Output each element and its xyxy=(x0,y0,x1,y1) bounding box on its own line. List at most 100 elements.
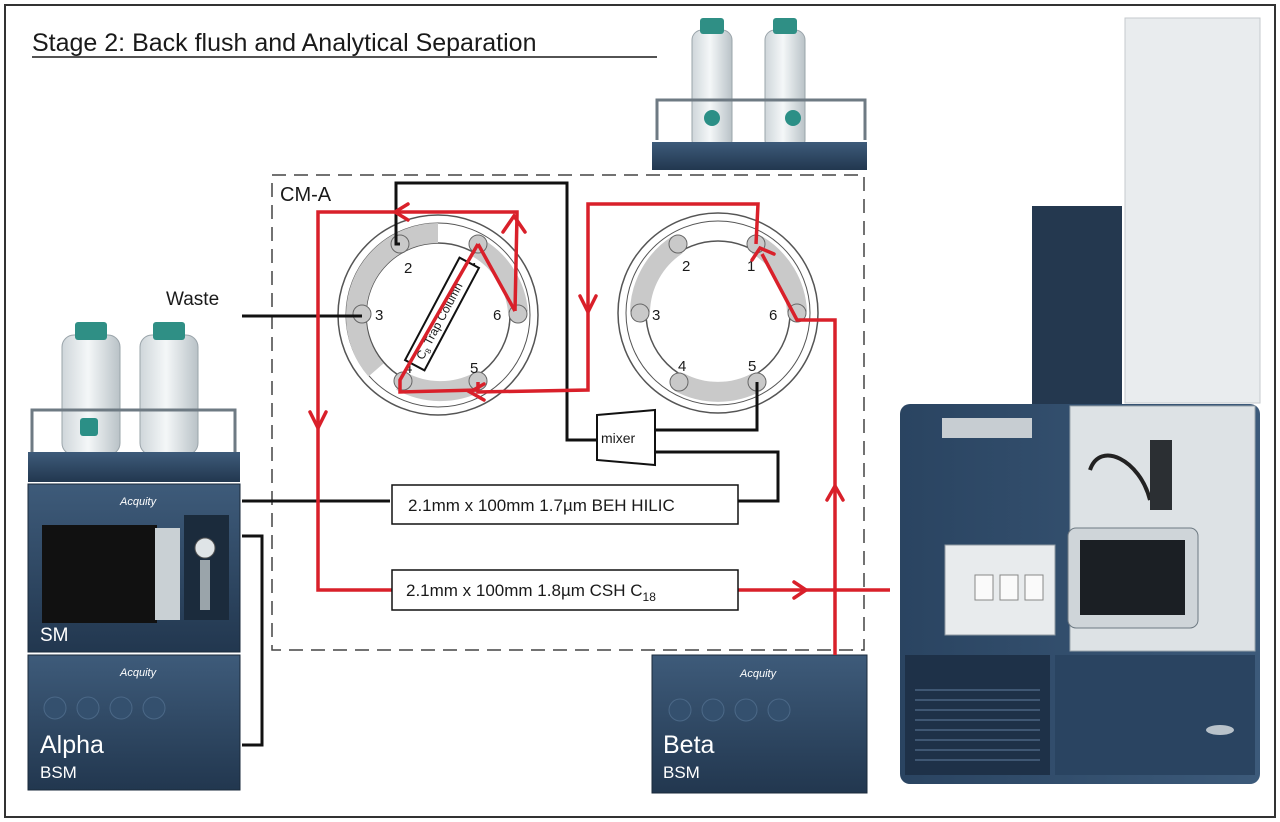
right-port-2-label: 2 xyxy=(682,258,690,275)
hilic-column-label: 2.1mm x 100mm 1.7µm BEH HILIC xyxy=(408,496,675,515)
ms-lower-left xyxy=(905,655,1050,775)
left-port-3-label: 3 xyxy=(375,307,383,324)
sm-label: SM xyxy=(40,625,69,646)
right-port-6-label: 6 xyxy=(769,307,777,324)
ms-tower-panel xyxy=(1124,17,1261,404)
bottle-top-2 xyxy=(764,29,806,151)
ms-vent xyxy=(915,689,1040,761)
compartment-label: CM-A xyxy=(280,184,332,206)
left-port-6-label: 6 xyxy=(493,307,501,324)
right-valve-to-mixer-line xyxy=(655,382,759,432)
black-flow-lines xyxy=(242,181,780,747)
bottle-left-2 xyxy=(139,334,199,456)
tray-rail-top xyxy=(655,98,867,140)
beta-knob-1 xyxy=(668,698,692,722)
ms-lower-right xyxy=(1055,655,1255,775)
arrowhead-down-right xyxy=(578,294,598,316)
outer-frame xyxy=(4,4,1276,818)
mass-spectrometer xyxy=(900,17,1261,784)
right-port-4-label: 4 xyxy=(678,358,686,375)
beta-knob-3 xyxy=(734,698,758,722)
beta-stack: Acquity Beta BSM xyxy=(651,654,868,794)
alpha-knob-2 xyxy=(76,696,100,720)
right-valve-groove-b xyxy=(674,373,762,402)
arrowhead-to-ms xyxy=(792,580,810,600)
mixer-shape xyxy=(596,408,656,467)
right-valve: 1 2 3 4 5 6 xyxy=(617,212,819,414)
alpha-knob-1 xyxy=(43,696,67,720)
alpha-knob-3 xyxy=(109,696,133,720)
bottle-label-left-1 xyxy=(80,418,98,436)
beta-brand: Acquity xyxy=(739,668,778,680)
alpha-name: Alpha xyxy=(40,731,104,759)
right-port-1-label: 1 xyxy=(747,258,755,275)
sm-screen xyxy=(42,525,157,623)
alpha-brand: Acquity xyxy=(119,667,158,679)
right-port-3 xyxy=(630,303,650,323)
red-port6-up xyxy=(513,214,519,312)
beta-sub: BSM xyxy=(663,763,700,782)
beta-knob-2 xyxy=(701,698,725,722)
sm-door xyxy=(155,528,180,620)
alpha-bsm-module xyxy=(27,654,241,791)
arrowhead-into-port5 xyxy=(466,382,486,402)
right-valve-ring xyxy=(625,220,811,406)
ms-cable xyxy=(1088,453,1152,501)
right-port-4 xyxy=(669,372,689,392)
left-valve-groove-a xyxy=(346,223,439,377)
sm-to-alpha-line xyxy=(242,534,264,747)
arrowhead-down-left xyxy=(308,410,328,432)
left-port-3 xyxy=(352,304,372,324)
bottle-top-1 xyxy=(691,29,733,151)
alpha-sub: BSM xyxy=(40,763,77,782)
mixer-label: mixer xyxy=(601,430,636,446)
sm-brand: Acquity xyxy=(119,496,158,508)
compartment-label-bg xyxy=(275,178,337,206)
bottle-cap-top-1 xyxy=(700,18,724,34)
right-port-5-label: 5 xyxy=(748,358,756,375)
ms-probe xyxy=(1150,440,1172,510)
tray-base-left xyxy=(28,452,240,482)
csh-column-label: 2.1mm x 100mm 1.8µm CSH C18 xyxy=(406,581,656,604)
bottle-cap-left-2 xyxy=(153,322,185,340)
beta-bsm-module xyxy=(651,654,868,794)
alpha-knob-4 xyxy=(142,696,166,720)
arrowhead-left-top xyxy=(391,202,410,222)
csh-column xyxy=(391,569,739,611)
beta-name: Beta xyxy=(663,731,715,759)
red-port5-to-port4-to-port1 xyxy=(398,243,480,394)
solvent-tray-top xyxy=(652,18,867,170)
waste-label: Waste xyxy=(166,289,219,310)
right-port-3-label: 3 xyxy=(652,307,660,324)
ms-source-window xyxy=(1080,540,1185,615)
tray-rail-left xyxy=(30,408,237,455)
sm-syringe-valve xyxy=(194,537,216,559)
sm-syringe xyxy=(200,560,210,610)
left-port-5-label: 5 xyxy=(470,360,478,377)
red-arrowheads xyxy=(308,202,845,600)
left-valve-to-mixer-line xyxy=(394,181,597,442)
arrowhead-up-beta xyxy=(825,482,845,502)
left-port-2-label: 2 xyxy=(404,260,412,277)
red-port1-to-port6 xyxy=(476,243,517,312)
ms-logo xyxy=(1206,725,1234,735)
bottle-label-top-2 xyxy=(785,110,801,126)
red-left-loop-down xyxy=(316,210,519,592)
bottle-label-top-1 xyxy=(704,110,720,126)
ms-badge xyxy=(942,418,1032,438)
diagram-title: Stage 2: Back flush and Analytical Separ… xyxy=(32,29,537,57)
mixer-to-hilic-line xyxy=(655,450,780,503)
bottle-cap-left-1 xyxy=(75,322,107,340)
ms-vial-3 xyxy=(1024,574,1044,601)
bottle-cap-top-2 xyxy=(773,18,797,34)
column-compartment-box xyxy=(271,174,865,651)
beta-knob-4 xyxy=(767,698,791,722)
ms-vial-2 xyxy=(999,574,1019,601)
arrowhead-up-left-valve xyxy=(501,212,527,234)
ms-vial-1 xyxy=(974,574,994,601)
bottle-left-1 xyxy=(61,334,121,456)
hilic-column xyxy=(391,484,739,525)
ms-side-block xyxy=(1032,206,1122,406)
